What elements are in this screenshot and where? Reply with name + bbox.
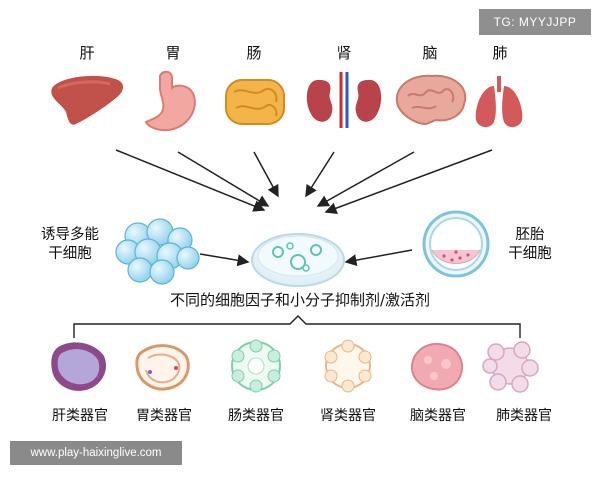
organoid-bracket — [73, 315, 521, 338]
ipsc-cluster-icon — [115, 218, 200, 285]
organoid-label-kidney: 肾类器官 — [320, 408, 376, 424]
organoid-label-liver: 肝类器官 — [52, 408, 108, 424]
organoid-label-stomach: 胃类器官 — [136, 408, 192, 424]
brain-organoid-icon — [410, 343, 464, 391]
organ-label-kidney: 肾 — [336, 44, 352, 62]
petri-dish-icon — [251, 233, 345, 287]
esc-blastocyst-icon — [422, 210, 490, 278]
organoid-label-lung: 肺类器官 — [496, 408, 552, 424]
ipsc-label: 诱导多能 干细胞 — [30, 226, 110, 264]
organ-label-brain: 脑 — [422, 44, 438, 62]
stomach-organoid-icon — [135, 344, 190, 391]
kidney-icon — [306, 72, 382, 128]
watermark-badge: TG: MYYJJPP — [479, 9, 591, 35]
esc-label: 胚胎 干细胞 — [490, 226, 570, 264]
lung-icon — [475, 76, 523, 128]
organ-label-lung: 肺 — [492, 44, 508, 62]
esc-label-line2: 干细胞 — [508, 245, 552, 262]
organ-label-liver: 肝 — [79, 44, 95, 62]
liver-organoid-icon — [51, 342, 106, 391]
source-arrows — [199, 249, 413, 267]
intestine-organoid-icon — [231, 339, 281, 393]
center-factor-label: 不同的细胞因子和小分子抑制剂/激活剂 — [169, 291, 431, 309]
organ-label-intestine: 肠 — [246, 44, 262, 62]
esc-label-line1: 胚胎 — [515, 227, 545, 243]
organ-label-stomach: 胃 — [165, 44, 181, 62]
ipsc-label-line2: 干细胞 — [48, 245, 92, 262]
liver-icon — [51, 75, 124, 125]
kidney-organoid-icon — [324, 339, 372, 393]
url-watermark: www.play-haixinglive.com — [10, 441, 182, 465]
intestine-icon — [225, 79, 285, 125]
lung-organoid-icon — [482, 341, 539, 393]
organ-arrows — [115, 149, 493, 214]
brain-icon — [395, 74, 467, 126]
stomach-icon — [144, 70, 196, 132]
organoid-label-brain: 脑类器官 — [410, 408, 466, 424]
organoid-label-intestine: 肠类器官 — [228, 408, 284, 424]
ipsc-label-line1: 诱导多能 — [41, 227, 99, 243]
